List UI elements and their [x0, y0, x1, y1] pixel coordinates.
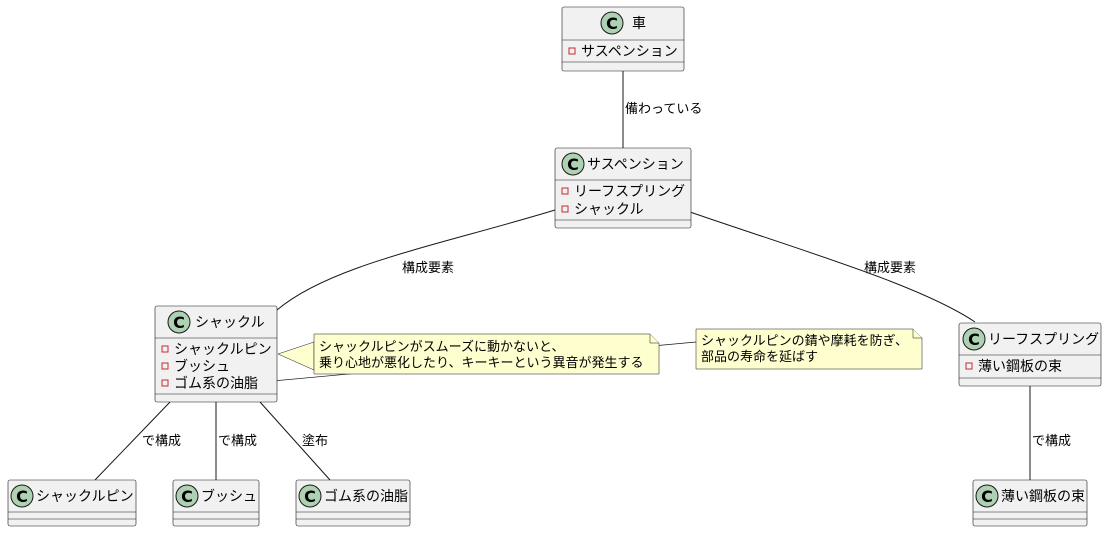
class-name: ゴム系の油脂: [324, 488, 408, 505]
class-marker-icon: [10, 484, 34, 508]
class-marker-letter: C: [304, 487, 316, 506]
class-name: サスペンション: [587, 157, 684, 173]
label-leaf-steel: で構成: [1032, 434, 1071, 449]
attribute: 薄い鋼板の束: [978, 359, 1062, 375]
edge-shackle-pin: [94, 401, 171, 481]
note-line: シャックルピンの錆や摩耗を防ぎ、: [701, 333, 908, 349]
class-car[interactable]: C 車 サスペンション: [561, 6, 685, 72]
class-marker-letter: C: [981, 487, 993, 506]
class-marker-letter: C: [968, 330, 980, 349]
class-marker-letter: C: [173, 313, 185, 332]
class-marker-icon: [298, 484, 322, 508]
label-suspension-leaf: 構成要素: [864, 261, 916, 276]
class-marker-icon: [175, 484, 199, 508]
class-name: ブッシュ: [201, 488, 257, 505]
class-name: リーフスプリング: [988, 332, 1099, 348]
private-icon: [965, 362, 973, 370]
note-shackle-pin: シャックルピンがスムーズに動かないと、 乗り心地が悪化したり、キーキーという異音…: [313, 333, 660, 375]
class-bush[interactable]: C ブッシュ: [172, 479, 260, 527]
attribute: シャックル: [574, 202, 644, 218]
private-icon: [561, 187, 569, 195]
private-icon: [161, 362, 169, 370]
class-marker-icon: [975, 484, 999, 508]
edge-labels: 備わっている 構成要素 構成要素 で構成 で構成 塗布 で構成: [142, 101, 1071, 449]
label-car-suspension: 備わっている: [625, 101, 702, 117]
class-marker-letter: C: [181, 487, 193, 506]
label-suspension-shackle: 構成要素: [402, 261, 454, 276]
class-leaf-spring[interactable]: C リーフスプリング 薄い鋼板の束: [958, 322, 1102, 387]
private-icon: [161, 379, 169, 387]
class-marker-letter: C: [606, 14, 618, 33]
note-connector-pin: [277, 341, 315, 371]
class-marker-letter: C: [16, 487, 28, 506]
note-line: 乗り心地が悪化したり、キーキーという異音が発生する: [319, 355, 643, 371]
class-name: シャックルピン: [36, 489, 134, 505]
class-marker-icon: [561, 152, 585, 176]
class-shackle-pin[interactable]: C シャックルピン: [7, 479, 137, 527]
edge-suspension-shackle: [276, 209, 556, 311]
label-shackle-bush: で構成: [218, 434, 257, 449]
class-marker-letter: C: [567, 155, 579, 174]
attribute: サスペンション: [581, 44, 678, 60]
note-grease: シャックルピンの錆や摩耗を防ぎ、 部品の寿命を延ばす: [695, 328, 923, 370]
class-name: 薄い鋼板の束: [1001, 489, 1085, 505]
label-shackle-pin: で構成: [142, 434, 181, 449]
note-line: 部品の寿命を延ばす: [701, 349, 818, 365]
note-line: シャックルピンがスムーズに動かないと、: [319, 339, 564, 355]
class-shackle[interactable]: C シャックル シャックルピン ブッシュ ゴム系の油脂: [154, 305, 278, 403]
private-icon: [161, 345, 169, 353]
attribute: シャックルピン: [174, 342, 272, 358]
class-marker-icon: [167, 310, 191, 334]
class-rubber-grease[interactable]: C ゴム系の油脂: [295, 479, 411, 527]
edge-shackle-grease: [259, 401, 331, 481]
class-name: シャックル: [195, 315, 265, 331]
private-icon: [561, 205, 569, 213]
edge-suspension-leaf: [689, 211, 976, 323]
class-thin-steel[interactable]: C 薄い鋼板の束: [972, 479, 1088, 527]
attribute: リーフスプリング: [574, 184, 685, 200]
class-suspension[interactable]: C サスペンション リーフスプリング シャックル: [554, 147, 692, 229]
class-name: 車: [632, 15, 646, 32]
class-marker-icon: [600, 11, 624, 35]
attribute: ブッシュ: [174, 358, 230, 375]
attribute: ゴム系の油脂: [174, 375, 258, 392]
class-marker-icon: [962, 327, 986, 351]
private-icon: [568, 47, 576, 55]
label-shackle-grease: 塗布: [302, 433, 328, 449]
